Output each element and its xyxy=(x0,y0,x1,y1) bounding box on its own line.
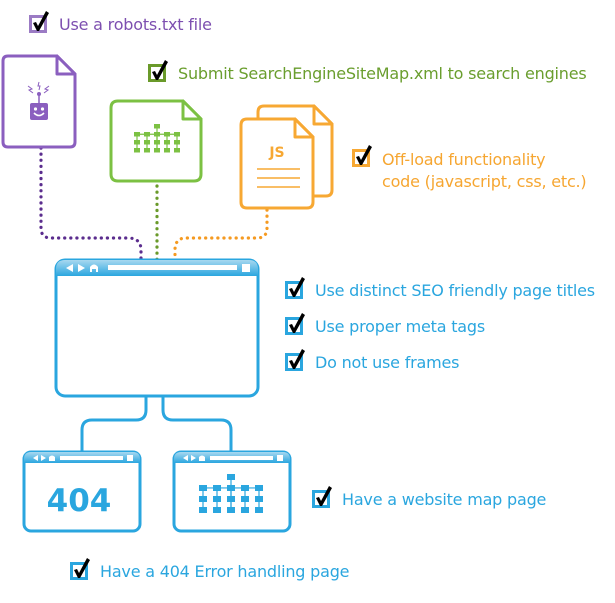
tree-node xyxy=(164,140,170,145)
tree-node xyxy=(154,140,160,145)
checklist-label: Do not use frames xyxy=(315,353,460,372)
tree-node xyxy=(174,148,180,153)
checklist-label: Have a website map page xyxy=(342,490,547,509)
checklist-item-error-404[interactable]: Have a 404 Error handling page xyxy=(70,558,350,582)
tree-node xyxy=(154,132,160,137)
tree-node xyxy=(174,140,180,145)
sitemap-document-icon xyxy=(109,99,203,183)
tree-node xyxy=(227,507,235,513)
tree-node xyxy=(227,485,235,491)
browser-window-icon xyxy=(54,258,260,398)
checkbox[interactable] xyxy=(29,11,49,33)
checklist-label: Use a robots.txt file xyxy=(59,15,212,34)
tree-node xyxy=(164,132,170,137)
robot-document-icon xyxy=(1,54,77,149)
tree-node xyxy=(134,148,140,153)
checklist-item-sitemap-submit[interactable]: Submit SearchEngineSiteMap.xml to search… xyxy=(148,60,587,84)
sitemap-tree-icon xyxy=(199,474,263,513)
home-icon xyxy=(90,264,98,272)
tree-node xyxy=(144,132,150,137)
browser-sitemap-icon xyxy=(172,450,292,533)
forward-arrow-icon xyxy=(78,264,85,272)
checklist-item-page-titles[interactable]: Use distinct SEO friendly page titles xyxy=(285,277,595,301)
tree-node xyxy=(241,507,249,513)
address-bar xyxy=(108,265,237,270)
checkmark-icon xyxy=(316,486,332,506)
checkbox[interactable] xyxy=(148,60,168,82)
checklist-item-meta-tags[interactable]: Use proper meta tags xyxy=(285,313,485,337)
checklist-item-website-map[interactable]: Have a website map page xyxy=(312,486,547,510)
tree-node xyxy=(134,132,140,137)
checkmark-icon xyxy=(33,11,49,31)
checklist-label: Submit SearchEngineSiteMap.xml to search… xyxy=(178,64,587,83)
tree-node xyxy=(174,132,180,137)
tree-node xyxy=(144,140,150,145)
tree-node xyxy=(241,485,249,491)
tree-node xyxy=(213,507,221,513)
checkbox[interactable] xyxy=(285,349,305,371)
checkbox[interactable] xyxy=(352,145,372,167)
tree-node xyxy=(199,507,207,513)
checkbox[interactable] xyxy=(312,486,332,508)
tree-node xyxy=(154,148,160,153)
tree-node xyxy=(255,507,263,513)
checkbox[interactable] xyxy=(70,558,90,580)
checklist-label: Use proper meta tags xyxy=(315,317,485,336)
error-code-label: 404 xyxy=(47,483,112,519)
js-connector xyxy=(173,208,269,264)
tree-node xyxy=(255,485,263,491)
checkmark-icon xyxy=(74,558,90,578)
tree-node xyxy=(213,496,221,502)
checkmark-icon xyxy=(152,60,168,80)
page-connectors xyxy=(80,396,233,458)
checkbox[interactable] xyxy=(285,313,305,335)
tree-node xyxy=(199,496,207,502)
checklist-label: Have a 404 Error handling page xyxy=(100,562,350,581)
checkmark-icon xyxy=(289,313,305,333)
tree-node xyxy=(241,496,249,502)
checklist-item-offload[interactable]: Off-load functionality code (javascript,… xyxy=(352,145,587,193)
checkmark-icon xyxy=(289,277,305,297)
checklist-item-no-frames[interactable]: Do not use frames xyxy=(285,349,460,373)
sitemap-tree-icon xyxy=(134,124,180,153)
robot-icon xyxy=(27,81,50,120)
checkmark-icon xyxy=(356,145,372,165)
back-arrow-icon xyxy=(66,264,73,272)
robots-connector xyxy=(39,146,143,264)
tree-node xyxy=(227,496,235,502)
checklist-item-robots[interactable]: Use a robots.txt file xyxy=(29,11,212,35)
browser-404-icon: 404 xyxy=(22,450,142,533)
tree-node xyxy=(255,496,263,502)
javascript-documents-icon: JS xyxy=(239,104,334,210)
checklist-label: Use distinct SEO friendly page titles xyxy=(315,281,595,300)
window-button xyxy=(242,264,250,272)
label-line: Off-load functionality xyxy=(382,150,546,169)
tree-node xyxy=(199,485,207,491)
checklist-label: Off-load functionality code (javascript,… xyxy=(382,149,587,193)
js-label: JS xyxy=(268,145,284,161)
connectors xyxy=(39,146,269,264)
checkmark-icon xyxy=(289,349,305,369)
tree-node xyxy=(213,485,221,491)
tree-node xyxy=(164,148,170,153)
tree-node xyxy=(134,140,140,145)
tree-node xyxy=(144,148,150,153)
label-line: code (javascript, css, etc.) xyxy=(382,172,587,191)
checkbox[interactable] xyxy=(285,277,305,299)
